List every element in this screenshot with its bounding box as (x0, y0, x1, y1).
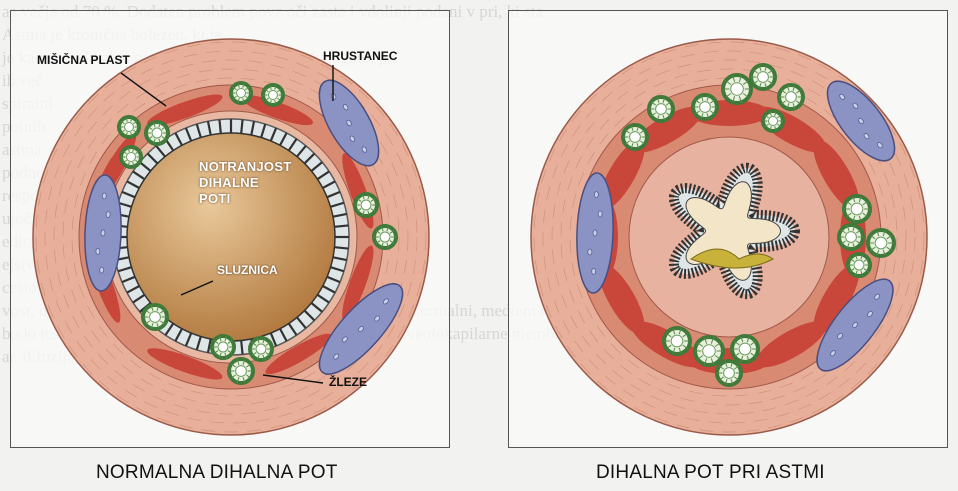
caption-normal-airway: NORMALNA DIHALNA POT (96, 462, 338, 484)
gland-lumen (854, 260, 864, 270)
gland-lumen (769, 117, 778, 126)
gland-lumen (703, 345, 716, 358)
gland-lumen (758, 72, 769, 83)
label-muscle-layer: MIŠIČNA PLAST (37, 53, 130, 67)
normal-airway-panel: MIŠIČNA PLAST HRUSTANEC NOTRANJOST DIHAL… (10, 10, 450, 448)
gland-lumen (361, 200, 371, 210)
gland-lumen (846, 232, 857, 243)
gland-lumen (656, 104, 667, 115)
cartilage-cell (592, 268, 596, 274)
gland-lumen (269, 91, 278, 100)
gland-lumen (851, 203, 863, 215)
gland-lumen (700, 102, 711, 113)
gland (355, 194, 377, 216)
gland-lumen (731, 83, 744, 96)
gland-lumen (671, 335, 683, 347)
epithelial-cell (334, 225, 348, 226)
asthma-airway-diagram (509, 11, 948, 448)
gland (848, 254, 870, 276)
gland (695, 337, 723, 365)
cartilage-cell (593, 230, 597, 236)
gland (779, 85, 803, 109)
gland (121, 147, 141, 167)
gland (374, 226, 396, 248)
asthma-airway-panel (508, 10, 948, 448)
gland (763, 111, 783, 131)
gland-lumen (256, 344, 266, 354)
gland (717, 361, 741, 385)
cartilage-cell (100, 267, 104, 273)
epithelial-cell (219, 120, 220, 134)
gland-lumen (380, 232, 390, 242)
gland (229, 359, 253, 383)
gland (623, 125, 647, 149)
gland (263, 85, 283, 105)
epithelial-cell (241, 120, 242, 134)
label-lumen-line: DIHALNE (199, 175, 292, 191)
gland (693, 95, 717, 119)
label-lumen-line: NOTRANJOST (199, 159, 292, 175)
gland (732, 336, 758, 362)
gland-lumen (630, 132, 641, 143)
gland-lumen (150, 312, 161, 323)
gland (212, 336, 234, 358)
normal-airway-diagram (11, 11, 450, 448)
gland-lumen (724, 368, 735, 379)
gland (723, 75, 751, 103)
gland-lumen (218, 342, 228, 352)
gland (649, 97, 673, 121)
label-mucosa: SLUZNICA (217, 263, 278, 277)
epithelial-cell (241, 340, 242, 354)
gland-lumen (875, 237, 887, 249)
gland (146, 122, 168, 144)
caption-asthma-airway: DIHALNA POT PRI ASTMI (596, 462, 825, 484)
gland-lumen (152, 128, 162, 138)
gland (751, 65, 775, 89)
cartilage-cell (101, 230, 105, 236)
label-glands: ŽLEZE (329, 375, 367, 389)
label-lumen-line: POTI (199, 191, 292, 207)
cartilage-cell (588, 249, 592, 255)
cartilage-cell (594, 192, 598, 198)
gland (839, 225, 863, 249)
gland-lumen (786, 92, 797, 103)
gland (231, 83, 251, 103)
gland (119, 117, 139, 137)
label-cartilage: HRUSTANEC (323, 49, 397, 63)
gland-lumen (125, 123, 134, 132)
gland (664, 328, 690, 354)
cartilage-cell (598, 211, 602, 217)
cartilage-cell (102, 193, 106, 199)
gland (844, 196, 870, 222)
gland-lumen (237, 89, 246, 98)
epithelial-cell (334, 247, 348, 248)
gland-lumen (739, 343, 751, 355)
gland (250, 338, 272, 360)
gland-lumen (236, 366, 247, 377)
gland-lumen (127, 153, 136, 162)
cartilage-cell (106, 212, 110, 218)
cartilage-cell (96, 248, 100, 254)
gland (868, 230, 894, 256)
label-lumen: NOTRANJOST DIHALNE POTI (199, 159, 292, 207)
gland (143, 305, 167, 329)
